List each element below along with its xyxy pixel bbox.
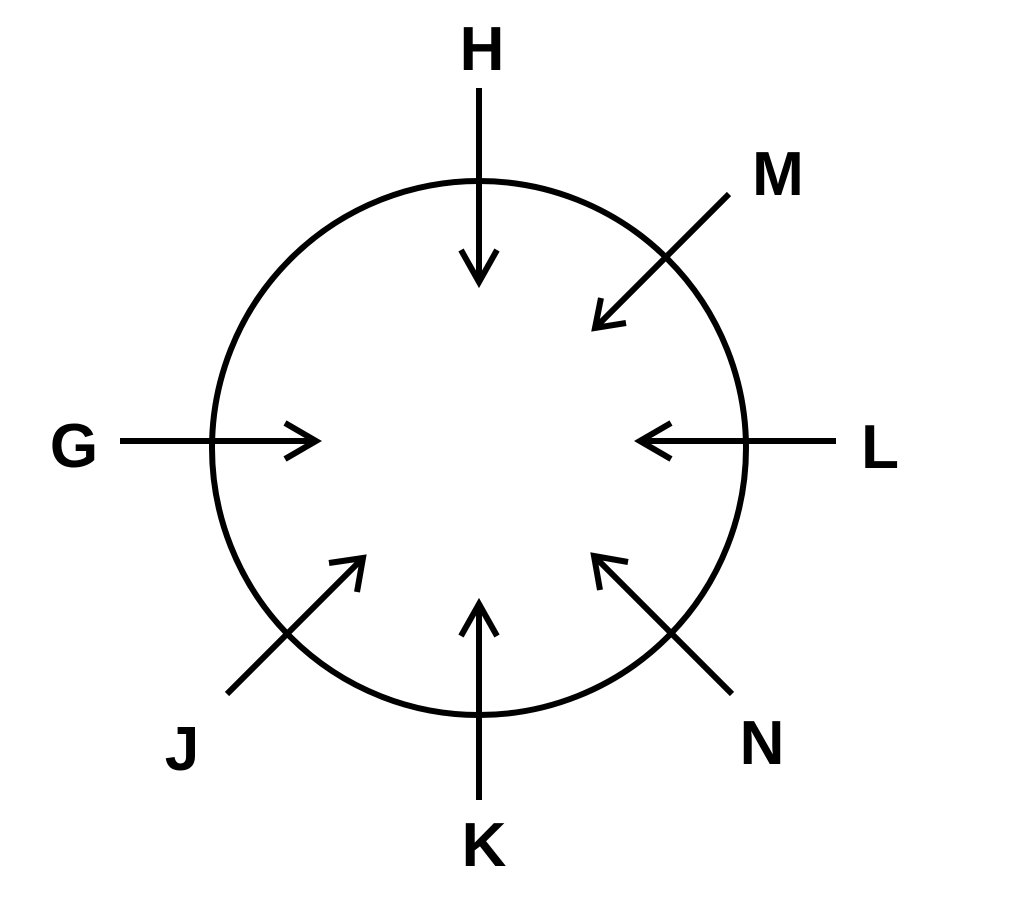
label-n: N — [740, 709, 785, 778]
arrow-n-shaft — [591, 553, 735, 697]
arrow-h: H — [458, 15, 505, 289]
arrow-j-head — [328, 554, 367, 593]
arrow-j-shaft — [224, 555, 366, 697]
arrow-m-shaft — [592, 191, 732, 331]
arrow-n: N — [590, 552, 785, 778]
label-j: J — [165, 715, 199, 784]
arrow-n-head — [590, 552, 629, 591]
label-h: H — [460, 15, 505, 84]
arrow-g-head — [283, 420, 322, 462]
arrow-j: J — [165, 554, 367, 784]
arrow-l-head — [634, 420, 673, 462]
arrow-h-head — [458, 248, 500, 289]
arrow-k: K — [458, 597, 507, 880]
arrow-l: L — [634, 413, 899, 482]
arrow-k-head — [458, 597, 500, 638]
label-l: L — [861, 413, 899, 482]
arrow-m: M — [591, 140, 804, 332]
label-m: M — [752, 140, 804, 209]
arrow-m-head — [591, 297, 627, 332]
label-k: K — [462, 811, 507, 880]
arrow-g: G — [50, 412, 322, 481]
label-g: G — [50, 412, 98, 481]
